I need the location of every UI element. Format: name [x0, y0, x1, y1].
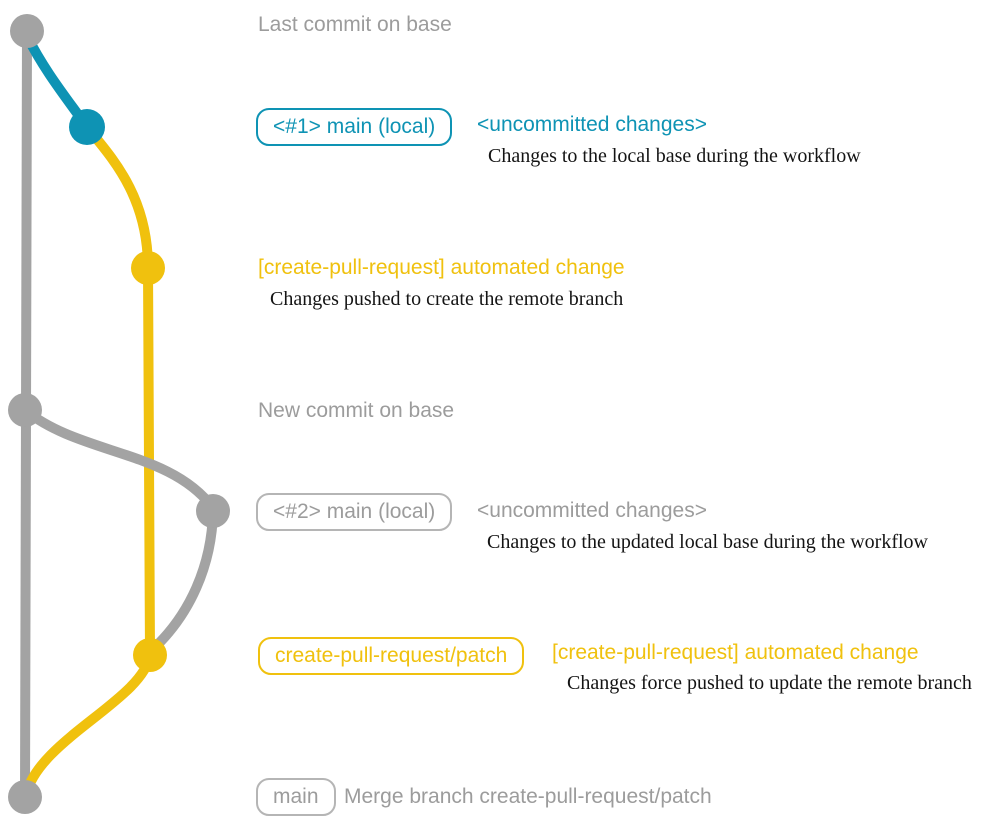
- commit-node-merge: [8, 780, 42, 814]
- commit-node-patch-2: [133, 638, 167, 672]
- branch-ref-main-local-1: <#1> main (local): [256, 108, 453, 146]
- commit-title-uncommitted-2: <uncommitted changes>: [477, 499, 707, 522]
- force-push-edge: [147, 506, 218, 655]
- label-merge-branch: Merge branch create-pull-request/patch: [344, 785, 712, 808]
- rebase-edge: [20, 405, 218, 513]
- patch-branch-line: [82, 122, 155, 660]
- branch-ref-main-local-2: <#2> main (local): [256, 493, 453, 531]
- label-last-commit-on-base: Last commit on base: [258, 13, 452, 36]
- commit-node-patch-1: [131, 251, 165, 285]
- commit-node-base-new: [8, 393, 42, 427]
- commit-title-automated-2: [create-pull-request] automated change: [552, 641, 919, 664]
- commit-desc-uncommitted-2: Changes to the updated local base during…: [487, 531, 928, 553]
- branch-ref-patch: create-pull-request/patch: [258, 637, 525, 675]
- commit-desc-automated-2: Changes force pushed to update the remot…: [567, 672, 972, 694]
- label-new-commit-on-base: New commit on base: [258, 399, 455, 422]
- commit-node-base-tip: [10, 14, 44, 48]
- commit-title-automated-1: [create-pull-request] automated change: [258, 256, 625, 279]
- commit-node-local-main-1: [69, 109, 105, 145]
- commit-desc-automated-1: Changes pushed to create the remote bran…: [270, 288, 624, 310]
- commit-node-local-main-2: [196, 494, 230, 528]
- branch-ref-main: main: [256, 778, 336, 816]
- commit-title-uncommitted-1: <uncommitted changes>: [477, 113, 707, 136]
- patch-merge-edge: [21, 650, 155, 800]
- commit-desc-uncommitted-1: Changes to the local base during the wor…: [488, 145, 861, 167]
